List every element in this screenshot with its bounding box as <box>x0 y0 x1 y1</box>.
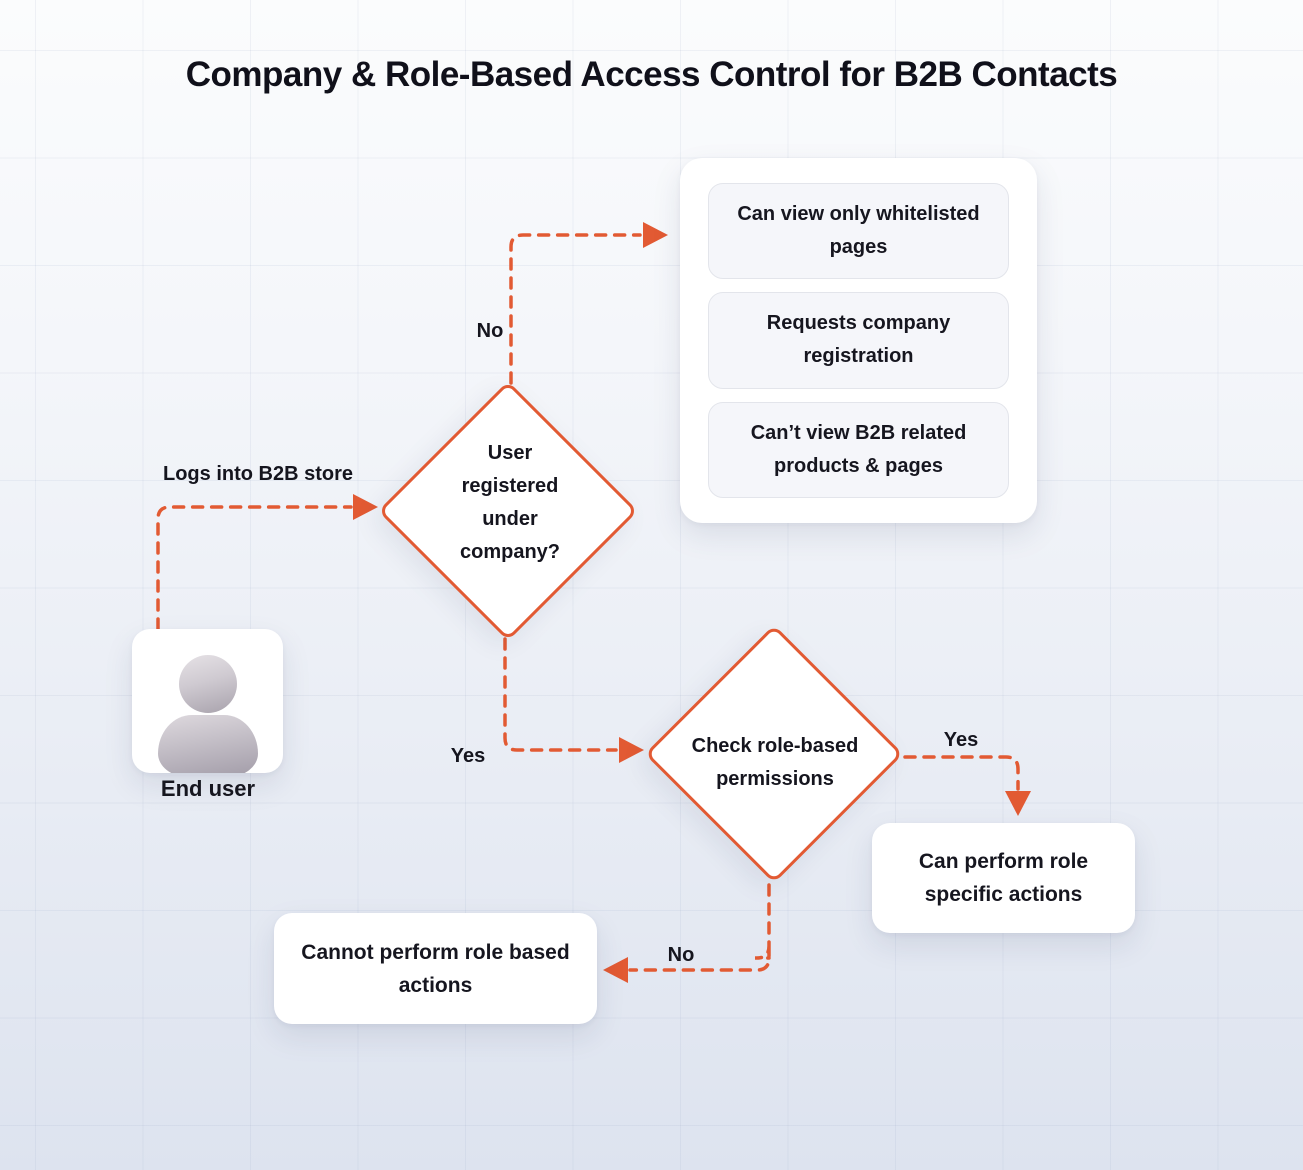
outcome-whitelisted-pages: Can view only whitelisted pages <box>708 183 1009 280</box>
edge-yes-right-line <box>903 755 1020 791</box>
no-branch-outcomes-card: Can view only whitelisted pages Requests… <box>680 158 1037 523</box>
edge-label-no-up: No <box>476 320 504 342</box>
edge-label-login: Logs into B2B store <box>163 463 354 485</box>
person-icon-body <box>157 715 258 773</box>
outcome-company-registration: Requests company registration <box>708 292 1009 389</box>
end-user-node <box>132 629 283 773</box>
cannot-perform-node: Cannot perform role based actions <box>274 913 597 1024</box>
edge-no-up-line <box>509 233 642 385</box>
page-title: Company & Role-Based Access Control for … <box>185 55 1118 94</box>
arrowhead-yes-down <box>619 737 644 763</box>
can-perform-node: Can perform role specific actions <box>872 823 1135 933</box>
edge-label-yes-right: Yes <box>943 729 979 751</box>
arrowhead-login <box>353 494 378 520</box>
arrowhead-no-up <box>643 222 668 248</box>
decision-check-permissions-label: Check role-based permissions <box>691 735 859 790</box>
edge-label-no-left: No <box>667 944 695 966</box>
edge-no-left-line <box>628 883 771 972</box>
arrowhead-no-left <box>603 957 628 983</box>
edge-login-line <box>156 505 353 631</box>
decision-user-registered-label: User registered under company? <box>459 442 561 563</box>
person-icon <box>132 629 283 773</box>
person-icon-head <box>178 655 237 713</box>
arrowhead-yes-right <box>1005 791 1031 816</box>
outcome-cant-view-b2b: Can’t view B2B related products & pages <box>708 401 1009 498</box>
end-user-label: End user <box>160 776 256 801</box>
edge-label-yes-down: Yes <box>450 745 486 767</box>
edge-yes-down-line <box>503 637 618 752</box>
